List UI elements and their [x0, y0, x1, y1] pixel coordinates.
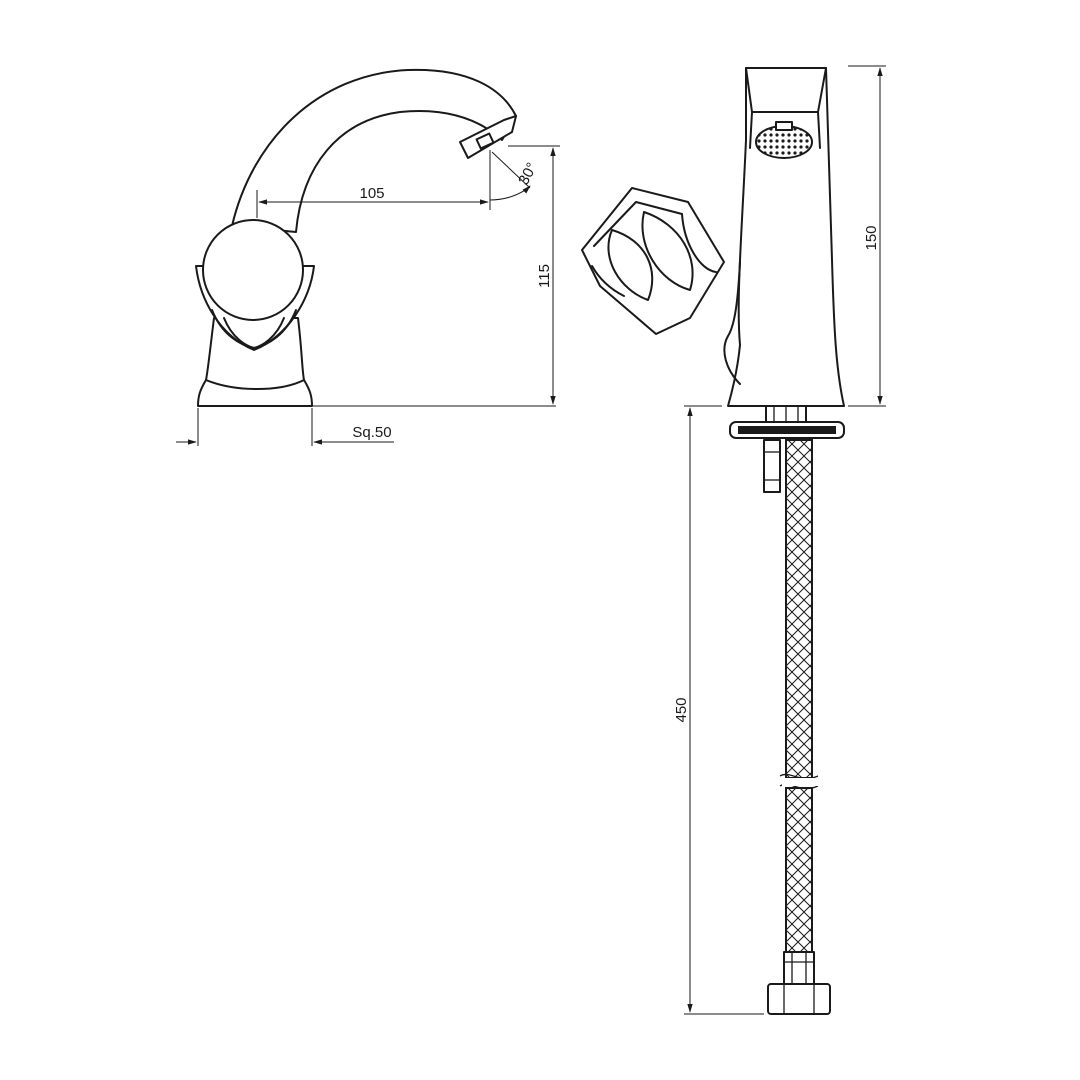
total-height-label: 150 [863, 225, 880, 250]
side-view: 150 450 [581, 65, 886, 1015]
side-handle [581, 187, 725, 335]
mounting-hardware [729, 405, 845, 493]
spout-reach-label: 105 [359, 185, 384, 202]
dimension-hose-length: 450 [673, 405, 764, 1015]
base-square-label: Sq.50 [352, 424, 391, 441]
braided-hose [767, 439, 831, 1015]
dimension-angle: 30° [489, 151, 541, 201]
angle-label: 30° [515, 160, 541, 188]
front-handle-cap [202, 219, 304, 321]
spout-height-label: 115 [536, 264, 553, 288]
dimension-total-height: 150 [848, 65, 886, 407]
front-view: 105 30° 115 Sq.50 [176, 68, 560, 446]
dimension-spout-height: 115 [508, 145, 560, 405]
side-body [723, 67, 845, 407]
front-spout [231, 68, 517, 233]
dimension-spout-reach: 105 [256, 150, 491, 218]
dimension-base: Sq.50 [176, 408, 394, 446]
hose-length-label: 450 [673, 697, 690, 722]
